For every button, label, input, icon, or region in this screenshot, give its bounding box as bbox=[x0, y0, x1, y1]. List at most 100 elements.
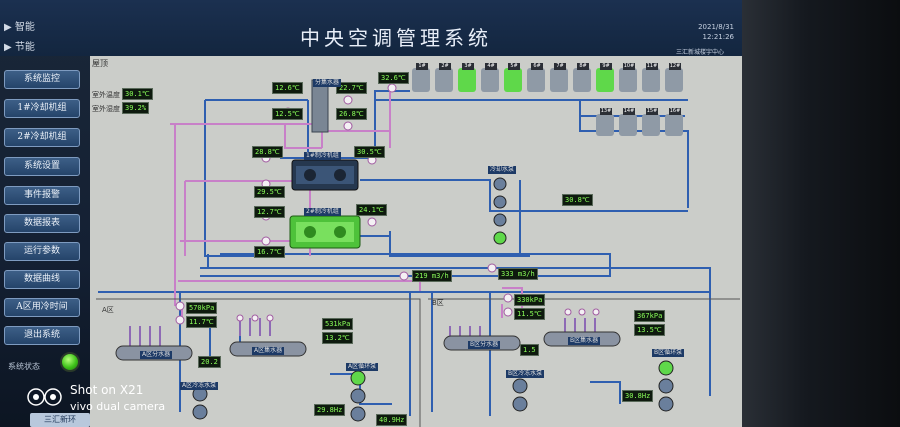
system-status-label: 系统状态 bbox=[8, 362, 40, 371]
zone-a-temp-1: 11.7℃ bbox=[186, 316, 217, 328]
tower-label: 2# bbox=[439, 63, 451, 70]
zone-b-chw-pumps-caption: B区冷冻水泵 bbox=[506, 370, 545, 378]
collector-unit bbox=[311, 79, 329, 133]
zone-b-title: B区 bbox=[432, 299, 444, 307]
collector-in-temp-1: 12.6℃ bbox=[272, 82, 303, 94]
title-bar bbox=[0, 0, 742, 56]
tower-label: 16# bbox=[669, 108, 681, 115]
zone-frames bbox=[96, 298, 740, 427]
mode-indicator-intelligent: ▶ 智能 bbox=[4, 22, 35, 33]
nav-event-alarm[interactable]: 事件报警 bbox=[4, 186, 80, 205]
tower-label: 5# bbox=[508, 63, 520, 70]
nav-unit-1[interactable]: 1#冷却机组 bbox=[4, 99, 80, 118]
zone-a-chw-pumps-caption: A区冷冻水泵 bbox=[180, 382, 219, 390]
collector-caption: 分集水器 bbox=[313, 79, 342, 87]
chiller1-temp-b: 30.5℃ bbox=[354, 146, 385, 158]
zone-a-pressure-1: 570kPa bbox=[186, 302, 218, 314]
tower-label: 10# bbox=[623, 63, 635, 70]
nav-run-params[interactable]: 运行参数 bbox=[4, 242, 80, 261]
tower-supply-temp: 32.6℃ bbox=[378, 72, 409, 84]
tower-label: 8# bbox=[577, 63, 589, 70]
collector-out-temp-2: 26.8℃ bbox=[336, 108, 367, 120]
tower-label: 1# bbox=[416, 63, 428, 70]
chiller1-caption: 1#制冷机组 bbox=[304, 152, 341, 160]
chiller2-temp-a: 12.7℃ bbox=[254, 206, 285, 218]
chiller-1 bbox=[291, 159, 359, 191]
cooling-towers-row1 bbox=[412, 68, 683, 92]
nav-system-monitor[interactable]: 系统监控 bbox=[4, 70, 80, 89]
zone-b-pumps bbox=[512, 360, 674, 412]
nav-exit-system[interactable]: 退出系统 bbox=[4, 326, 80, 345]
zone-a-sec-pumps-caption: A区循环泵 bbox=[346, 363, 379, 371]
tower-label: 3# bbox=[462, 63, 474, 70]
zone-b-distributor-caption: B区分水器 bbox=[468, 341, 501, 349]
tower-label: 7# bbox=[554, 63, 566, 70]
zone-b-pump-freq: 30.8Hz bbox=[622, 390, 654, 402]
piping-diagram bbox=[96, 68, 740, 427]
zone-a-title: A区 bbox=[102, 306, 114, 314]
time-text: 12:21:26 bbox=[702, 33, 734, 41]
outdoor-temp-value: 30.1℃ bbox=[122, 88, 153, 100]
nav-data-curve[interactable]: 数据曲线 bbox=[4, 270, 80, 289]
zone-b-tanks bbox=[443, 331, 621, 351]
zone-b-misc-reading: 1.5 bbox=[520, 344, 539, 356]
camera-watermark-line2: vivo dual camera bbox=[70, 400, 166, 413]
zone-a-pump2-freq: 29.8Hz bbox=[314, 404, 346, 416]
zone-a-distributor-caption: A区分水器 bbox=[140, 351, 173, 359]
chiller2-temp-c: 16.7℃ bbox=[254, 246, 285, 258]
date-text: 2021/8/31 bbox=[698, 23, 734, 31]
chiller1-temp-a: 28.8℃ bbox=[252, 146, 283, 158]
tower-label: 9# bbox=[600, 63, 612, 70]
zone-b-sec-pumps-caption: B区循环泵 bbox=[652, 349, 685, 357]
flow-rate-1: 219 m3/h bbox=[412, 270, 452, 282]
cooling-pump-group bbox=[493, 177, 507, 245]
page-title: 中央空调管理系统 bbox=[300, 26, 492, 50]
nav-system-settings[interactable]: 系统设置 bbox=[4, 157, 80, 176]
monitor-bezel bbox=[742, 0, 900, 427]
chilled-water-pipes bbox=[98, 90, 711, 416]
nav-zone-a-cooling-time[interactable]: A区用冷时间 bbox=[4, 298, 80, 317]
camera-watermark-line1: Shot on X21 bbox=[70, 383, 144, 397]
station-name: 三汇新城楼宇中心 bbox=[676, 49, 725, 56]
cooling-pumps-caption: 冷却水泵 bbox=[488, 166, 517, 174]
tower-label: 4# bbox=[485, 63, 497, 70]
mode-indicator-energy: ▶ 节能 bbox=[4, 42, 35, 53]
tower-label: 14# bbox=[623, 108, 635, 115]
system-status-lamp bbox=[60, 352, 80, 372]
zone-b-temp-2: 13.5℃ bbox=[634, 324, 665, 336]
chiller2-temp-b: 24.1℃ bbox=[356, 204, 387, 216]
datetime-display: 2021/8/31 12:21:26 bbox=[680, 22, 734, 42]
zone-b-pressure-2: 367kPa bbox=[634, 310, 666, 322]
cooling-towers-row2 bbox=[596, 114, 683, 136]
zone-a-pump-freq: 40.9Hz bbox=[376, 414, 408, 426]
zone-a-misc-reading: 20.2 bbox=[198, 356, 221, 368]
zone-b-pressure-1: 330kPa bbox=[514, 294, 546, 306]
zone-b-collector-caption: B区集水器 bbox=[568, 337, 601, 345]
zone-a-collector-caption: A区集水器 bbox=[252, 347, 285, 355]
return-water-pipes bbox=[170, 76, 523, 318]
tower-label: 12# bbox=[669, 63, 681, 70]
brand-badge: 三汇新环 bbox=[30, 413, 90, 427]
chiller1-temp-c: 29.5℃ bbox=[254, 186, 285, 198]
flow-rate-2: 333 m3/h bbox=[498, 268, 538, 280]
nav-data-report[interactable]: 数据报表 bbox=[4, 214, 80, 233]
zone-a-pressure-2: 531kPa bbox=[322, 318, 354, 330]
chiller2-caption: 2#制冷机组 bbox=[304, 208, 341, 216]
zone-a-pumps bbox=[192, 370, 366, 422]
tower-label: 13# bbox=[600, 108, 612, 115]
chiller-2 bbox=[289, 215, 361, 249]
collector-in-temp-2: 12.5℃ bbox=[272, 108, 303, 120]
outdoor-temp-label: 室外温度 bbox=[92, 91, 120, 99]
zone-a-temp-2: 13.2℃ bbox=[322, 332, 353, 344]
outdoor-humidity-value: 39.2% bbox=[122, 102, 150, 114]
valve-markers bbox=[175, 83, 600, 325]
cooling-pump-temp: 30.8℃ bbox=[562, 194, 593, 206]
tower-label: 11# bbox=[646, 63, 658, 70]
nav-unit-2[interactable]: 2#冷却机组 bbox=[4, 128, 80, 147]
camera-logo-icon bbox=[27, 388, 62, 406]
outdoor-humidity-label: 室外湿度 bbox=[92, 105, 120, 113]
collector-out-temp-1: 22.7℃ bbox=[336, 82, 367, 94]
zone-b-temp-1: 11.5℃ bbox=[514, 308, 545, 320]
tower-label: 15# bbox=[646, 108, 658, 115]
